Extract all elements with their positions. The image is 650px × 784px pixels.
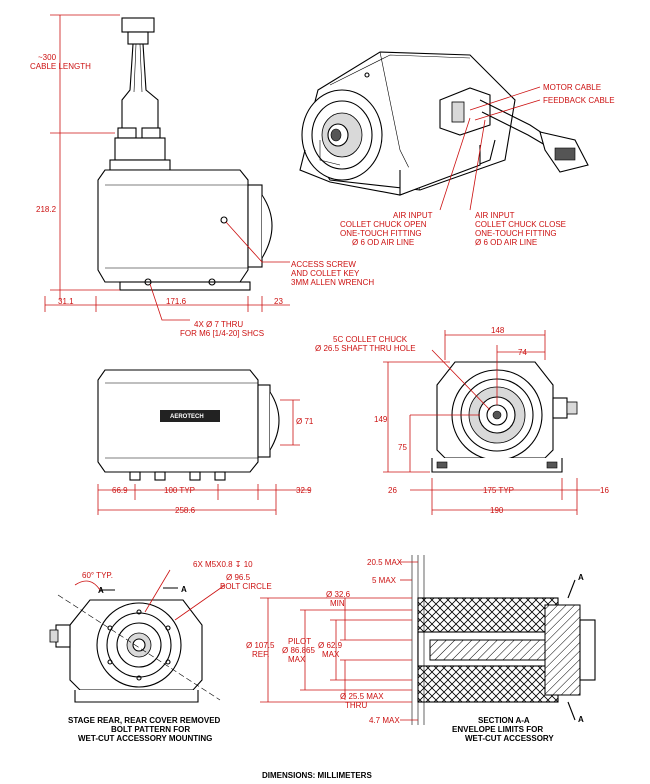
section-a-bottom: A bbox=[578, 715, 584, 724]
dim-258: 258.6 bbox=[175, 506, 196, 515]
motor-body-side bbox=[97, 169, 249, 283]
angle-60-label: 60° TYP. bbox=[82, 571, 113, 580]
connector-block-iso bbox=[439, 87, 491, 136]
dim-190: 190 bbox=[490, 506, 504, 515]
dim-66: 66.9 bbox=[112, 486, 128, 495]
cable-gland-left bbox=[117, 127, 137, 139]
dim-171: 171.6 bbox=[166, 297, 187, 306]
section-marker-a: A bbox=[98, 586, 104, 595]
front-view: 148 74 149 75 26 175 TYP 16 190 5C COLLE… bbox=[315, 326, 609, 515]
dim-23: 23 bbox=[274, 297, 283, 306]
dim-26: 26 bbox=[388, 486, 397, 495]
cable-connector bbox=[121, 17, 155, 33]
dim-16: 16 bbox=[600, 486, 609, 495]
dim-32-9: 32.9 bbox=[296, 486, 312, 495]
access-screw bbox=[220, 216, 228, 224]
cable-gland-right bbox=[141, 127, 161, 139]
section-a-top: A bbox=[578, 573, 584, 582]
side-view-middle: AEROTECH Ø 71 66.9 100 TYP 32.9 258.6 bbox=[97, 369, 314, 515]
feedback-cable-label: FEEDBACK CABLE bbox=[543, 96, 615, 105]
dim-31: 31.1 bbox=[58, 297, 74, 306]
dim-74: 74 bbox=[518, 348, 527, 357]
section-marker-a-2: A bbox=[181, 585, 187, 594]
dim-148: 148 bbox=[491, 326, 505, 335]
dim-175: 175 TYP bbox=[483, 486, 514, 495]
dim-71: Ø 71 bbox=[296, 417, 314, 426]
dim-100: 100 TYP bbox=[164, 486, 195, 495]
dim-75: 75 bbox=[398, 443, 407, 452]
units-footer: DIMENSIONS: MILLIMETERS bbox=[262, 771, 372, 780]
dim-4-7: 4.7 MAX bbox=[369, 716, 400, 725]
holes-m5-label: 6X M5X0.8 ↧ 10 bbox=[193, 560, 253, 569]
spindle-nose bbox=[261, 194, 273, 259]
dim-149: 149 bbox=[374, 415, 388, 424]
brand-text: AEROTECH bbox=[170, 414, 204, 420]
dim-20-5: 20.5 MAX bbox=[367, 558, 403, 567]
dim-height-218: 218.2 bbox=[36, 205, 57, 214]
motor-cable-label: MOTOR CABLE bbox=[543, 83, 601, 92]
dim-5: 5 MAX bbox=[372, 576, 397, 585]
aerotech-logo bbox=[160, 410, 220, 422]
